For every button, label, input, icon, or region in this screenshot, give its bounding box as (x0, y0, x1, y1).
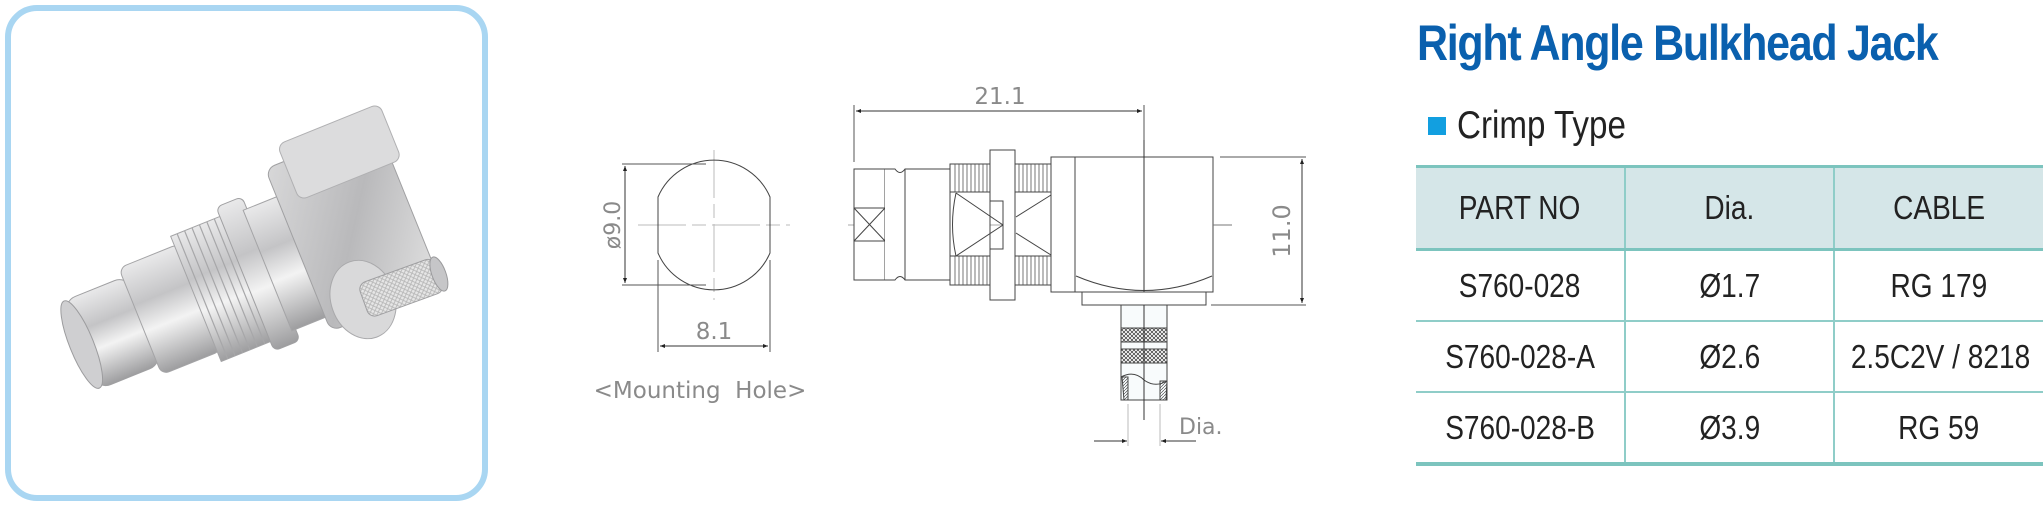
column-header-part-no: PART NO (1416, 165, 1625, 251)
cell-dia: Ø2.6 (1624, 321, 1834, 393)
spec-table: PART NO Dia. CABLE S760-028 Ø1.7 RG 179 … (1416, 165, 2043, 466)
side-view-drawing (848, 105, 1306, 446)
dia-label: Dia. (1179, 415, 1223, 440)
column-header-dia: Dia. (1624, 165, 1834, 251)
table-header-row: PART NO Dia. CABLE (1416, 165, 2043, 251)
connector-photo (60, 105, 449, 389)
technical-drawing: ø9.0 8.1 <Mounting Hole> (594, 84, 1306, 446)
cell-part-no: S760-028 (1416, 249, 1625, 322)
mounting-hole-drawing (622, 150, 790, 352)
cell-part-no: S760-028-B (1416, 392, 1625, 466)
mounting-hole-width-dim: 8.1 (696, 319, 733, 345)
column-header-cable: CABLE (1833, 165, 2043, 251)
cell-cable: RG 179 (1833, 249, 2043, 322)
table-row: S760-028 Ø1.7 RG 179 (1416, 249, 2043, 322)
product-photo-frame (5, 5, 488, 501)
height-dim: 11.0 (1268, 204, 1296, 257)
cell-dia: Ø1.7 (1624, 249, 1834, 322)
table-row: S760-028-A Ø2.6 2.5C2V / 8218 (1416, 321, 2043, 393)
section-heading-text: Crimp Type (1457, 104, 1626, 147)
mounting-hole-label: <Mounting Hole> (594, 378, 807, 404)
cell-dia: Ø3.9 (1624, 392, 1834, 466)
section-heading: Crimp Type (1428, 104, 1656, 148)
cell-cable: 2.5C2V / 8218 (1833, 321, 2043, 393)
cell-cable: RG 59 (1833, 392, 2043, 466)
page-title: Right Angle Bulkhead Jack (1417, 15, 1939, 71)
mounting-hole-diameter-dim: ø9.0 (601, 201, 626, 249)
length-dim: 21.1 (974, 84, 1025, 110)
square-bullet-icon (1428, 117, 1446, 135)
table-row: S760-028-B Ø3.9 RG 59 (1416, 392, 2043, 466)
cell-part-no: S760-028-A (1416, 321, 1625, 393)
